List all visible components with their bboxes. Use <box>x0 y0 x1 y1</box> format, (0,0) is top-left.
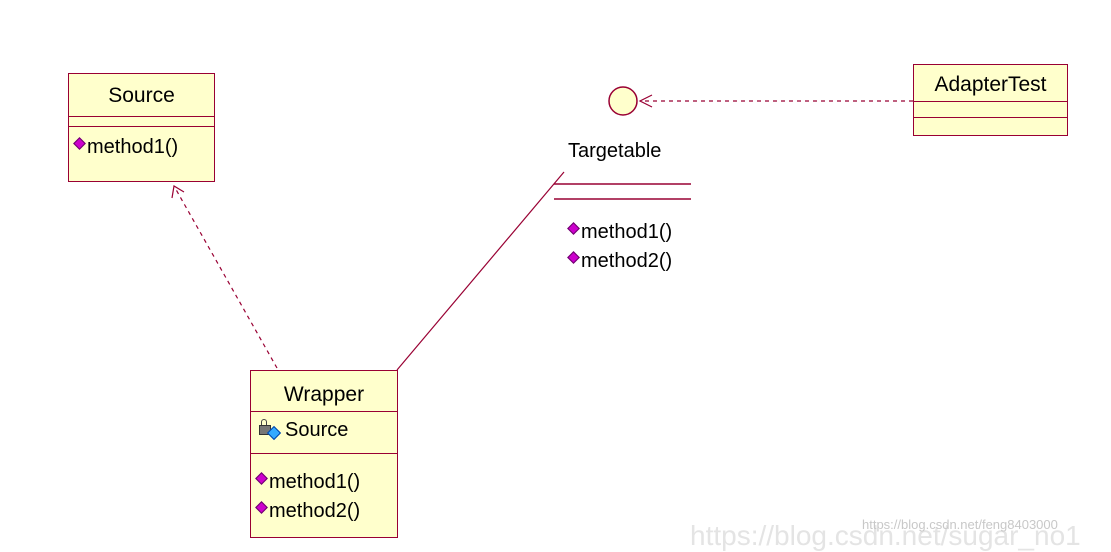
private-attribute-icon <box>259 419 283 442</box>
targetable-methods: method1() method2() <box>563 218 672 276</box>
source-arrowhead <box>171 185 185 199</box>
method-icon <box>255 501 268 514</box>
source-method-1: method1() <box>69 133 214 162</box>
adaptertest-methods-compartment <box>914 117 1067 133</box>
wrapper-attribute-source: Source <box>251 416 397 445</box>
targetable-method-2: method2() <box>563 247 672 276</box>
wrapper-method-1: method1() <box>251 468 397 497</box>
wrapper-attributes-compartment: Source <box>251 411 397 453</box>
targetable-interface-icon <box>608 86 638 116</box>
source-class-name: Source <box>108 84 175 107</box>
wrapper-targetable-realization <box>396 171 565 371</box>
wrapper-method-2: method2() <box>251 497 397 526</box>
adaptertest-class[interactable]: AdapterTest <box>913 64 1068 136</box>
targetable-arrowhead <box>638 94 653 108</box>
source-methods-compartment: method1() <box>69 126 214 162</box>
wrapper-source-dependency <box>173 185 278 369</box>
method-icon <box>73 137 86 150</box>
method-icon <box>255 472 268 485</box>
method-icon <box>567 222 580 235</box>
wrapper-class-name: Wrapper <box>283 383 365 406</box>
source-attributes-compartment <box>69 116 214 126</box>
wrapper-methods-compartment: method1() method2() <box>251 453 397 526</box>
wrapper-class[interactable]: Wrapper Source method1() method2() <box>250 370 398 538</box>
method-icon <box>567 251 580 264</box>
watermark-small: https://blog.csdn.net/feng8403000 <box>862 517 1058 532</box>
adaptertest-attributes-compartment <box>914 101 1067 117</box>
source-class[interactable]: Source method1() <box>68 73 215 182</box>
targetable-interface-name[interactable]: Targetable <box>568 140 662 162</box>
targetable-method-1: method1() <box>563 218 672 247</box>
adaptertest-class-name: AdapterTest <box>934 73 1047 96</box>
